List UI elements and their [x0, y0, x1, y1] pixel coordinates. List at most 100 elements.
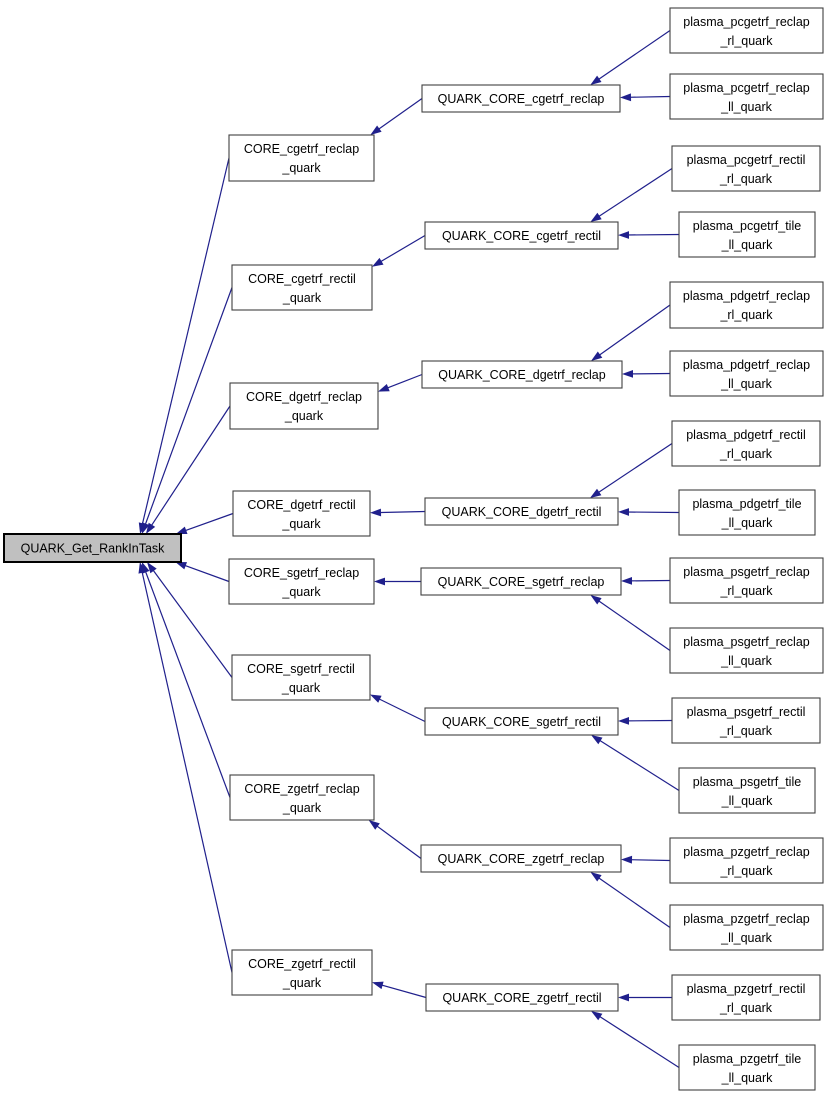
node-label-line1: plasma_pzgetrf_reclap: [683, 845, 810, 859]
node-box[interactable]: [228, 558, 375, 605]
graph-edge-q_s_reclap--core_s_reclap: [374, 577, 421, 586]
graph-node-p_pd_reclap_ll[interactable]: plasma_pdgetrf_reclap_ll_quark: [669, 350, 824, 397]
graph-node-q_c_reclap[interactable]: QUARK_CORE_cgetrf_reclap: [421, 84, 621, 113]
node-box[interactable]: [669, 557, 824, 604]
node-label-line1: CORE_cgetrf_rectil: [248, 272, 356, 286]
node-box[interactable]: [232, 490, 371, 537]
node-box[interactable]: [669, 73, 824, 120]
node-box[interactable]: [231, 654, 371, 701]
node-box[interactable]: [669, 350, 824, 397]
arrowhead-icon: [591, 351, 603, 361]
graph-node-q_c_rectil[interactable]: QUARK_CORE_cgetrf_rectil: [424, 221, 619, 250]
graph-node-core_c_reclap[interactable]: CORE_cgetrf_reclap_quark: [228, 134, 375, 182]
arrowhead-icon: [621, 577, 632, 585]
node-box[interactable]: [425, 983, 619, 1012]
node-box[interactable]: [420, 567, 622, 596]
graph-node-core_c_rectil[interactable]: CORE_cgetrf_rectil_quark: [231, 264, 373, 311]
graph-node-p_ps_tile_ll[interactable]: plasma_psgetrf_tile_ll_quark: [678, 767, 816, 814]
graph-node-q_d_rectil[interactable]: QUARK_CORE_dgetrf_rectil: [424, 497, 619, 526]
arrowhead-icon: [590, 872, 602, 882]
node-label-line2: _quark: [284, 409, 324, 423]
graph-edge-q_c_rectil--core_c_rectil: [372, 234, 426, 267]
graph-node-p_ps_reclap_ll[interactable]: plasma_psgetrf_reclap_ll_quark: [669, 627, 824, 674]
graph-node-p_pc_reclap_ll[interactable]: plasma_pcgetrf_reclap_ll_quark: [669, 73, 824, 120]
node-box[interactable]: [231, 264, 373, 311]
arrowhead-icon: [370, 125, 382, 135]
arrowhead-icon: [370, 508, 382, 517]
graph-node-p_pc_reclap_rl[interactable]: plasma_pcgetrf_reclap_rl_quark: [669, 7, 824, 54]
graph-node-core_s_rectil[interactable]: CORE_sgetrf_rectil_quark: [231, 654, 371, 701]
node-box[interactable]: [669, 837, 824, 884]
graph-edge-p_pc_reclap_ll--q_c_reclap: [620, 93, 671, 102]
node-label-line1: plasma_pdgetrf_tile: [692, 497, 801, 511]
graph-edge-p_pz_rectil_rl--q_z_rectil: [618, 993, 672, 1002]
node-box[interactable]: [678, 211, 816, 258]
node-label-line2: _quark: [282, 801, 322, 815]
node-box[interactable]: [671, 145, 821, 192]
node-label: QUARK_CORE_zgetrf_rectil: [442, 991, 601, 1005]
node-label-line2: _quark: [281, 585, 321, 599]
graph-node-q_s_reclap[interactable]: QUARK_CORE_sgetrf_reclap: [420, 567, 622, 596]
graph-edge-q_d_rectil--core_d_rectil: [370, 508, 426, 517]
node-box[interactable]: [424, 497, 619, 526]
node-box[interactable]: [669, 281, 824, 329]
arrowhead-icon: [622, 370, 633, 378]
graph-node-p_ps_rectil_rl[interactable]: plasma_psgetrf_rectil_rl_quark: [671, 697, 821, 744]
node-box[interactable]: [678, 767, 816, 814]
node-box[interactable]: [669, 627, 824, 674]
node-box[interactable]: [421, 84, 621, 113]
node-label-line1: plasma_psgetrf_tile: [693, 775, 801, 789]
graph-node-q_z_rectil[interactable]: QUARK_CORE_zgetrf_rectil: [425, 983, 619, 1012]
graph-node-p_pd_tile_ll[interactable]: plasma_pdgetrf_tile_ll_quark: [678, 489, 816, 536]
arrowhead-icon: [591, 1011, 603, 1021]
node-box[interactable]: [228, 134, 375, 182]
node-box[interactable]: [421, 360, 623, 389]
graph-node-p_pd_reclap_rl[interactable]: plasma_pdgetrf_reclap_rl_quark: [669, 281, 824, 329]
node-box[interactable]: [678, 1044, 816, 1091]
node-box[interactable]: [231, 949, 373, 996]
node-label: QUARK_CORE_sgetrf_reclap: [438, 575, 605, 589]
node-box[interactable]: [229, 774, 375, 821]
graph-edge-p_pc_rectil_rl--q_c_rectil: [590, 167, 673, 222]
edge-line: [379, 983, 427, 999]
node-label-line2: _rl_quark: [719, 172, 773, 186]
node-box[interactable]: [229, 382, 379, 430]
graph-node-core_d_reclap[interactable]: CORE_dgetrf_reclap_quark: [229, 382, 379, 430]
graph-node-p_pc_rectil_rl[interactable]: plasma_pcgetrf_rectil_rl_quark: [671, 145, 821, 192]
graph-edge-core_c_reclap--root: [138, 157, 230, 534]
arrowhead-icon: [590, 488, 602, 498]
edge-line: [151, 568, 233, 678]
edge-line: [597, 304, 671, 357]
node-box[interactable]: [671, 420, 821, 467]
graph-node-p_pz_reclap_ll[interactable]: plasma_pzgetrf_reclap_ll_quark: [669, 904, 824, 951]
node-box[interactable]: [420, 844, 622, 873]
node-label-line2: _ll_quark: [720, 931, 772, 945]
graph-node-q_d_reclap[interactable]: QUARK_CORE_dgetrf_reclap: [421, 360, 623, 389]
graph-node-p_pd_rectil_rl[interactable]: plasma_pdgetrf_rectil_rl_quark: [671, 420, 821, 467]
node-label-line1: plasma_pzgetrf_tile: [693, 1052, 801, 1066]
graph-node-p_pz_reclap_rl[interactable]: plasma_pzgetrf_reclap_rl_quark: [669, 837, 824, 884]
arrowhead-icon: [370, 694, 382, 703]
arrowhead-icon: [620, 93, 632, 102]
graph-node-p_pc_tile_ll[interactable]: plasma_pcgetrf_tile_ll_quark: [678, 211, 816, 258]
graph-node-q_z_reclap[interactable]: QUARK_CORE_zgetrf_reclap: [420, 844, 622, 873]
graph-node-p_ps_reclap_rl[interactable]: plasma_psgetrf_reclap_rl_quark: [669, 557, 824, 604]
arrowhead-icon: [618, 231, 629, 239]
graph-node-core_z_reclap[interactable]: CORE_zgetrf_reclap_quark: [229, 774, 375, 821]
node-box[interactable]: [669, 7, 824, 54]
graph-node-core_z_rectil[interactable]: CORE_zgetrf_rectil_quark: [231, 949, 373, 996]
graph-node-p_pz_rectil_rl[interactable]: plasma_pzgetrf_rectil_rl_quark: [671, 974, 821, 1021]
graph-node-q_s_rectil[interactable]: QUARK_CORE_sgetrf_rectil: [424, 707, 619, 736]
node-box[interactable]: [671, 697, 821, 744]
node-box[interactable]: [424, 707, 619, 736]
node-label-line2: _rl_quark: [719, 447, 773, 461]
arrowhead-icon: [590, 212, 602, 222]
node-box[interactable]: [424, 221, 619, 250]
graph-node-core_s_reclap[interactable]: CORE_sgetrf_reclap_quark: [228, 558, 375, 605]
graph-node-core_d_rectil[interactable]: CORE_dgetrf_rectil_quark: [232, 490, 371, 537]
node-box[interactable]: [669, 904, 824, 951]
node-box[interactable]: [671, 974, 821, 1021]
node-box[interactable]: [678, 489, 816, 536]
graph-node-p_pz_tile_ll[interactable]: plasma_pzgetrf_tile_ll_quark: [678, 1044, 816, 1091]
